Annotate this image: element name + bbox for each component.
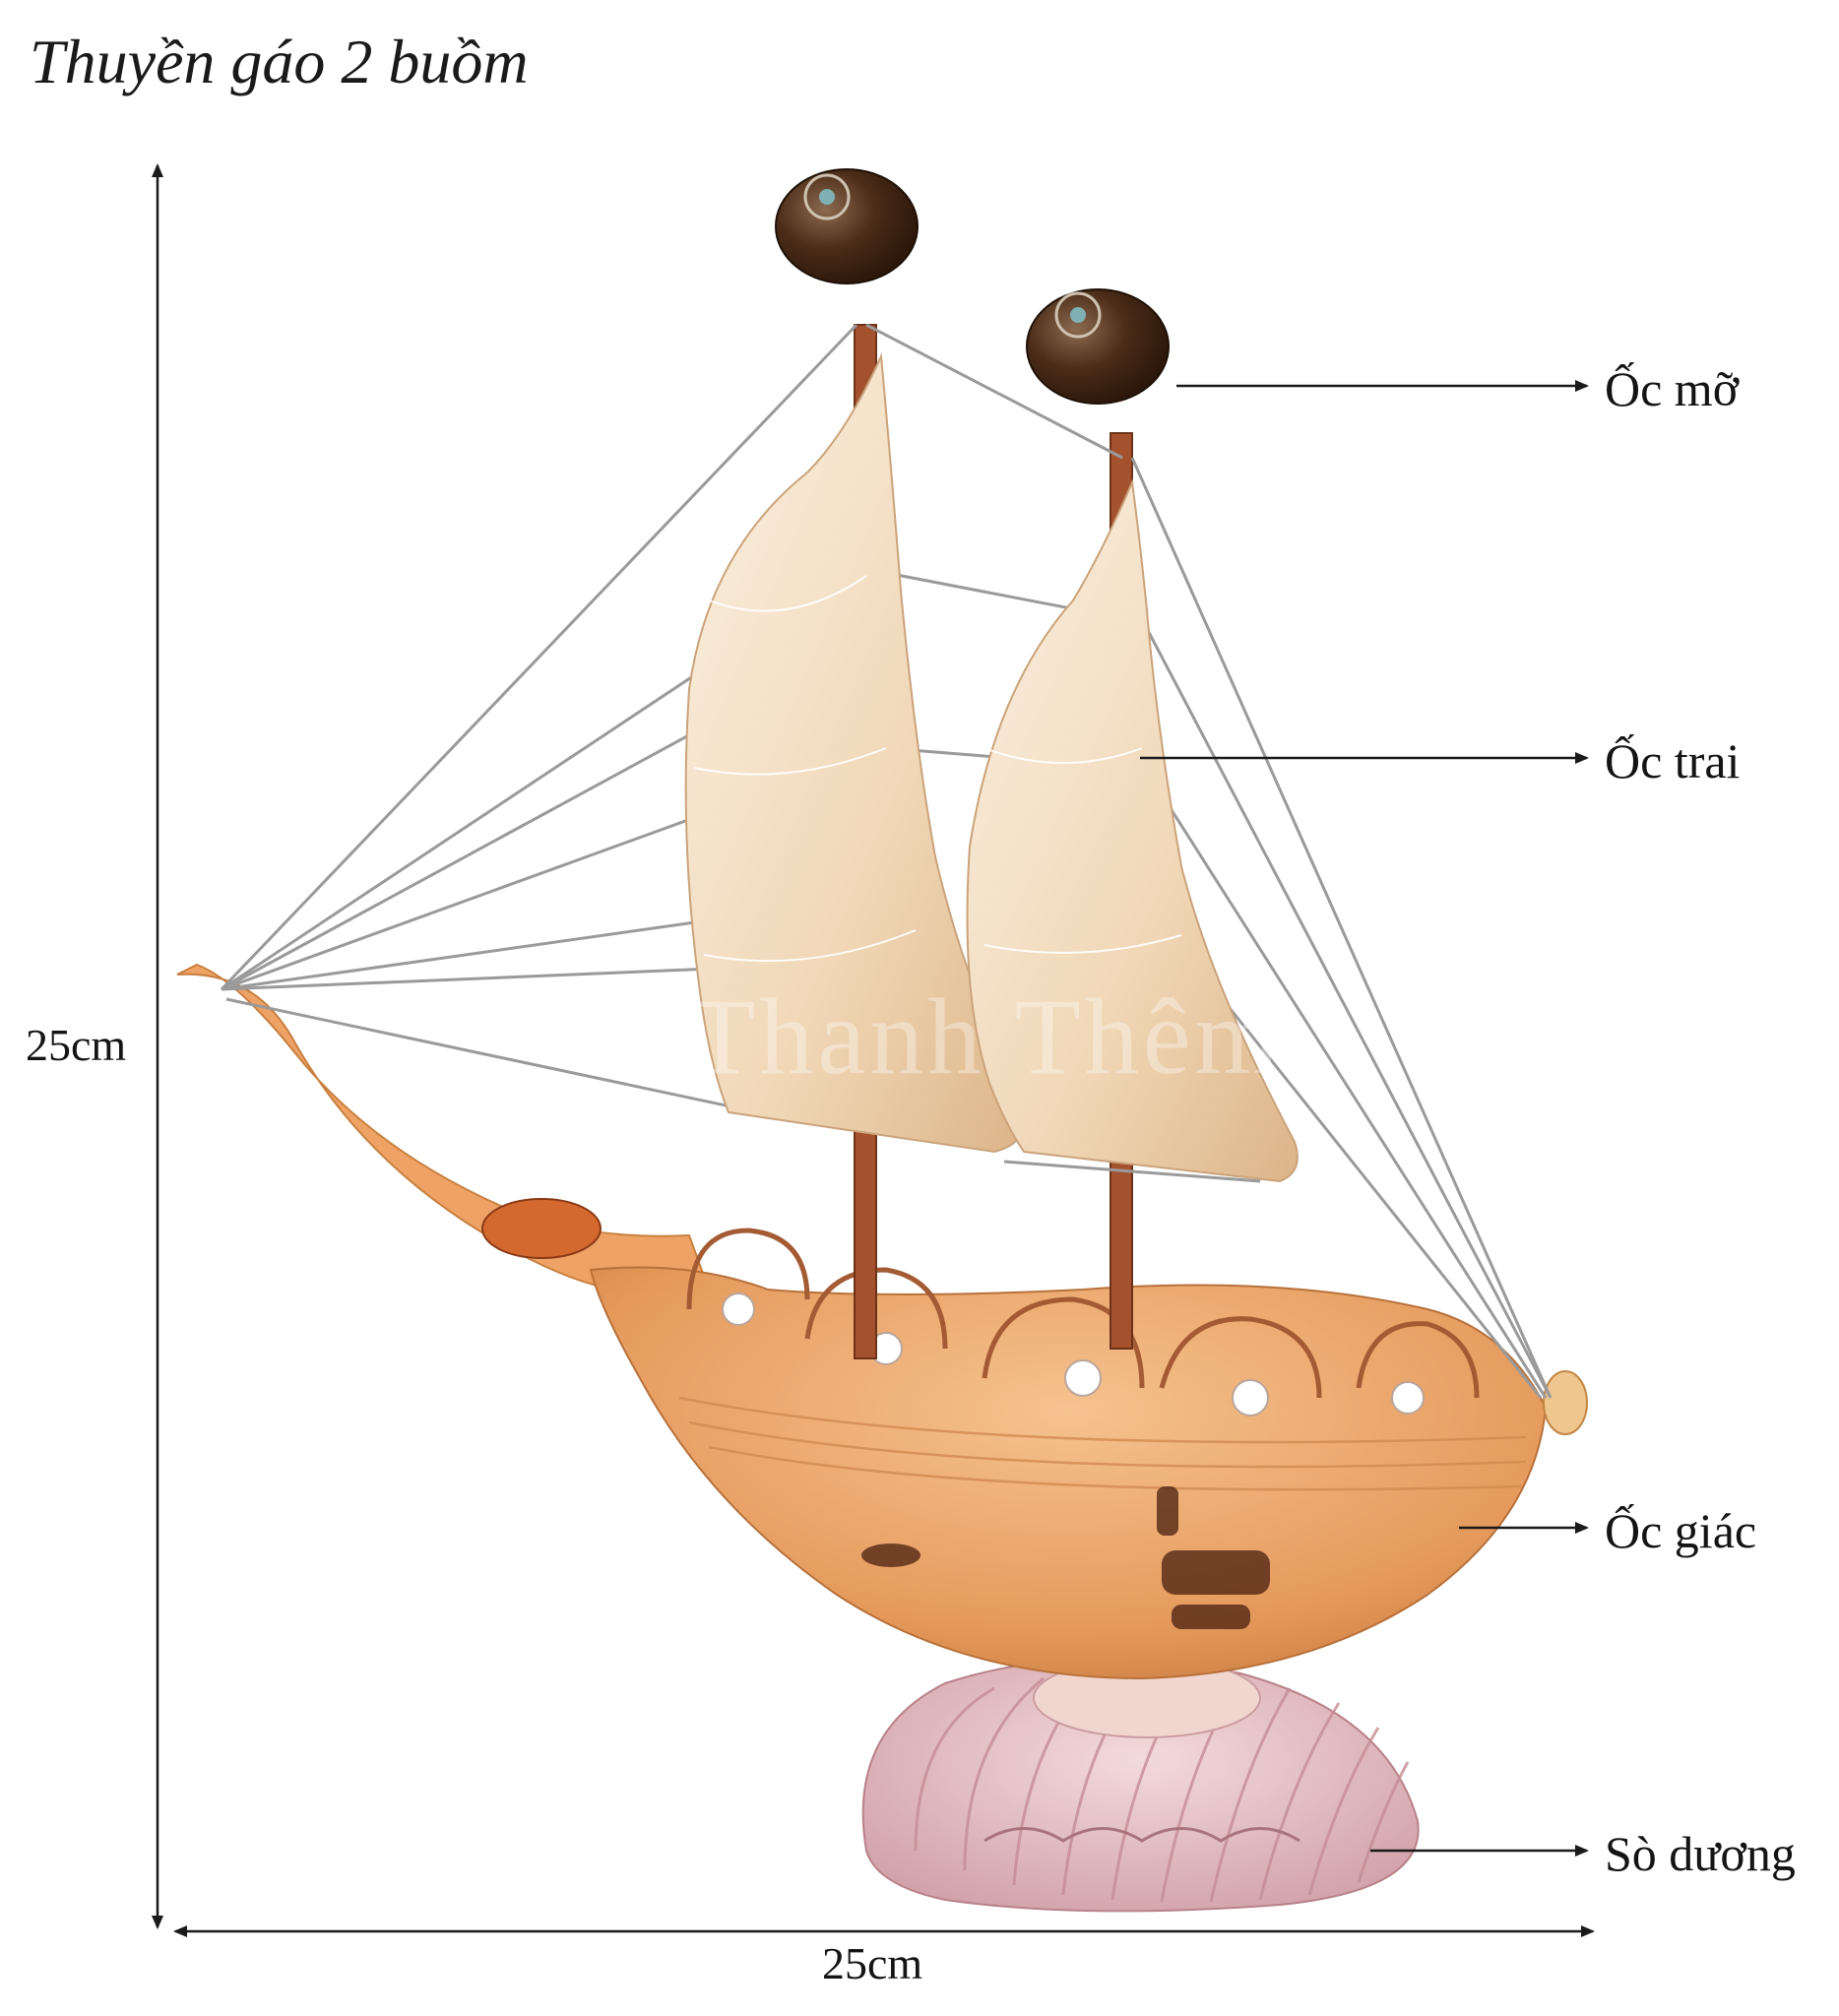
front-sail <box>684 352 1027 1154</box>
watermark: Thanh Thêm <box>689 976 1283 1097</box>
hull-shell <box>589 1266 1548 1680</box>
rear-sail <box>966 478 1299 1183</box>
width-label: 25cm <box>822 1938 923 1988</box>
height-label: 25cm <box>26 1020 127 1070</box>
base-shell <box>861 1657 1420 1913</box>
rigging <box>220 323 1553 1399</box>
diagram-title: Thuyền gáo 2 buồm <box>30 27 529 96</box>
prow-spout <box>176 963 711 1296</box>
deck-coil-shells <box>686 1228 1480 1399</box>
mast-top-shells <box>775 168 1170 405</box>
part-label-oc-trai: Ốc trai <box>1605 733 1741 788</box>
part-label-so-duong: Sò dương <box>1605 1826 1796 1881</box>
part-label-oc-giac: Ốc giác <box>1605 1503 1757 1558</box>
part-label-oc-mo: Ốc mỡ <box>1605 361 1740 416</box>
